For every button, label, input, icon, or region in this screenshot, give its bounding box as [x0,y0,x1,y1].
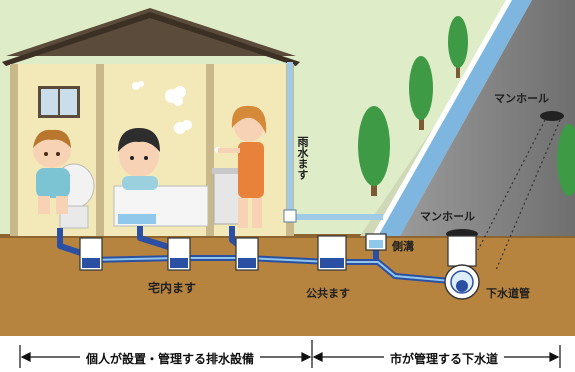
public-catch-basin-label: 公共ます [306,287,350,300]
tree-1 [448,16,468,78]
tree-3 [358,106,390,196]
house-catch-basin-1 [79,237,103,271]
road-curb-edge [372,0,512,236]
manhole-structure [444,229,480,300]
rain-gutter-horizontal [287,214,383,220]
house-pillar-left [10,64,18,236]
house-pillar-mid [96,64,104,236]
tree-4 [557,124,575,196]
side-ditch-label: 側溝 [392,240,414,253]
kitchen-person [212,105,267,228]
manhole-label-road: マンホール [494,92,549,105]
road-curb [378,0,532,236]
steam-icon [132,81,221,153]
caption-public: 市が管理する下水道 [384,352,505,367]
caption-private: 個人が設置・管理する排水設備 [80,352,261,367]
road [400,0,575,236]
side-ditch [365,233,387,251]
house-catch-basin-3 [235,237,259,271]
rain-gutter-label: 雨水ます [296,136,309,180]
house-catch-basin-2 [167,237,191,271]
toilet-person [33,129,95,229]
public-catch-basin [317,235,347,271]
house-catch-basin-label: 宅内ます [148,281,197,295]
manhole-cover-road [540,111,564,121]
manhole-shaft-dotted-2 [495,119,561,271]
bath-person [113,128,209,227]
house-roof [6,8,296,56]
tree-2 [409,56,433,130]
manhole-shaft-dotted [477,119,546,251]
house-pillar-right [206,64,214,236]
sewer-pipe-label: 下水道管 [486,287,530,300]
rain-gutter-pipe [287,62,293,222]
house-window [38,86,80,118]
rain-gutter-box [283,209,297,223]
manhole-label-ground: マンホール [420,210,475,223]
drain-pipes-water [89,257,463,283]
